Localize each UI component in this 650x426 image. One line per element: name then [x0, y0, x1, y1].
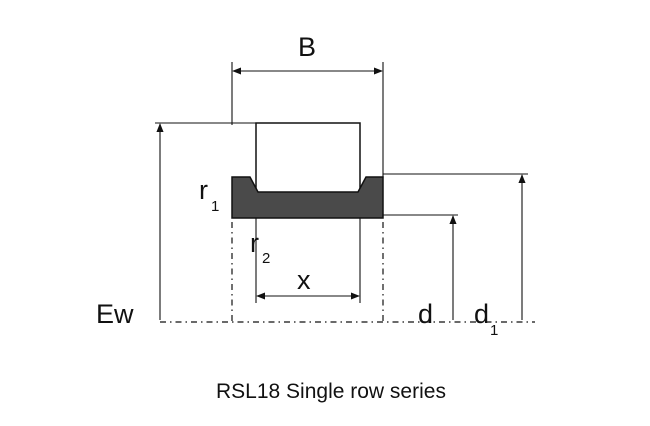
label-d1-sub: 1: [490, 322, 498, 339]
label-r2: r: [250, 228, 259, 258]
label-r1-sub: 1: [211, 198, 219, 215]
figure-caption: RSL18 Single row series: [216, 380, 446, 403]
label-d1: d: [474, 299, 489, 329]
label-d: d: [418, 299, 433, 329]
label-ew: Ew: [96, 299, 134, 329]
cage-profile: [231, 176, 384, 219]
label-x: x: [297, 265, 311, 295]
label-b: B: [298, 32, 316, 62]
label-r1: r: [199, 175, 208, 205]
label-r2-sub: 2: [262, 250, 270, 267]
roller: [255, 122, 361, 194]
